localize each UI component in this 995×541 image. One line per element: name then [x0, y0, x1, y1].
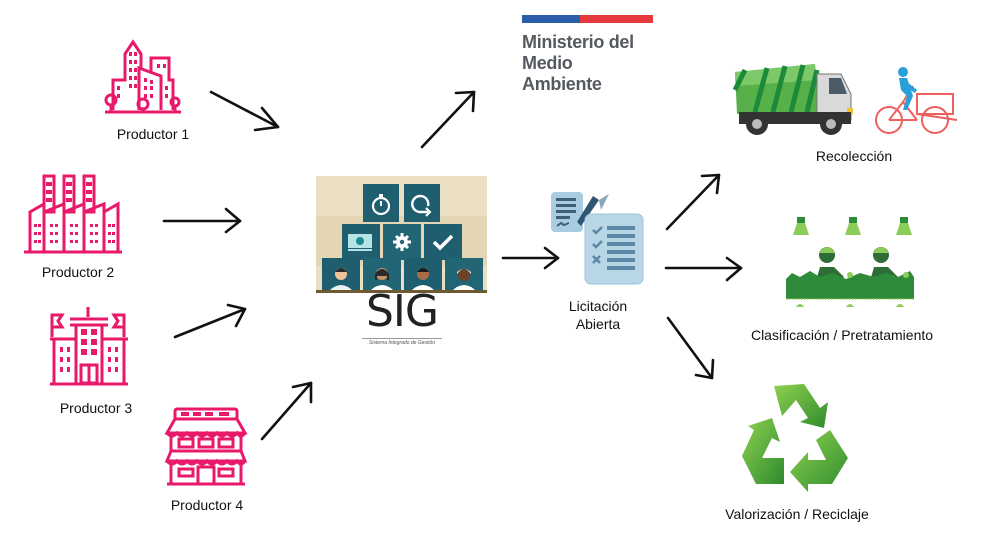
arrow-tender-to-valorizacion — [666, 316, 715, 380]
sig-illustration — [316, 176, 487, 293]
garbage-truck-icon — [725, 60, 860, 138]
stage-valorizacion-label: Valorización / Reciclaje — [725, 506, 869, 522]
recycle-icon — [736, 378, 854, 494]
producer-3 — [48, 305, 132, 387]
cycle-arrow-icon — [411, 194, 432, 217]
stopwatch-icon — [371, 194, 391, 216]
tender-label-line-1: Licitación — [568, 298, 628, 314]
arrow-sig-to-tender — [501, 246, 560, 270]
sig-subtitle: Sistema Integrado de Gestión — [368, 340, 436, 346]
arrow-productor1-to-sig — [209, 90, 280, 132]
cargo-bike-icon — [873, 66, 959, 138]
producer-2 — [22, 172, 124, 256]
producer-2-label: Productor 2 — [41, 264, 115, 280]
producer-4 — [163, 405, 249, 487]
check-icon — [432, 234, 454, 251]
producer-3-label: Productor 3 — [59, 400, 133, 416]
stage-recoleccion-label: Recolección — [815, 148, 893, 164]
factory-icon — [24, 174, 122, 254]
storefront-icon — [164, 407, 248, 486]
stage-clasificacion-label: Clasificación / Pretratamiento — [750, 327, 934, 343]
producer-4-label: Productor 4 — [170, 497, 244, 513]
money-bill-icon — [348, 234, 372, 251]
arrow-productor3-to-sig — [173, 303, 247, 339]
arrow-tender-to-clasificacion — [664, 256, 743, 282]
lamp-icons — [793, 217, 912, 235]
gear-icon — [393, 233, 411, 251]
arrow-productor2-to-sig — [162, 207, 242, 234]
ministry-flag-bar — [522, 15, 653, 23]
ministry-line-2: Medio — [522, 53, 573, 73]
tender-document-icon — [549, 190, 645, 286]
tender-label: Licitación Abierta — [548, 297, 648, 333]
ministry-name: Ministerio del Medio Ambiente — [522, 32, 634, 95]
sorting-workers-icon — [786, 215, 916, 310]
city-buildings-icon — [104, 39, 181, 114]
arrow-sig-to-ministry — [420, 90, 476, 149]
ministry-line-1: Ministerio del — [522, 32, 634, 52]
arrow-tender-to-recoleccion — [665, 173, 721, 231]
government-building-icon — [50, 307, 128, 386]
sig-title: SIG — [365, 286, 439, 337]
tender-label-line-2: Abierta — [575, 316, 621, 332]
ministry-line-3: Ambiente — [522, 74, 602, 94]
arrow-productor4-to-sig — [260, 381, 313, 441]
producer-1 — [103, 38, 183, 118]
producer-1-label: Productor 1 — [116, 126, 190, 142]
